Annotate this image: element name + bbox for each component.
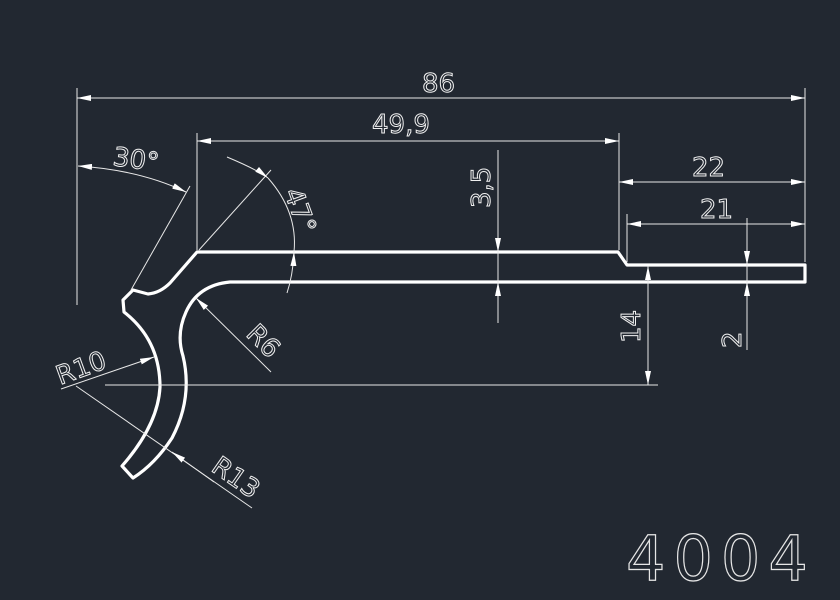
dim-label-86: 86 [422,69,455,99]
dimension-step-height: 3,5 [467,150,501,323]
dimension-right-21: 21 [627,195,805,227]
dimension-radius-r6: R6 [195,297,286,373]
dim-label-30deg: 30° [111,142,161,178]
dimension-right-22: 22 [619,153,805,185]
dim-label-r10: R10 [52,346,110,392]
dimension-thickness: 2 [718,218,750,350]
extension-lines [76,88,806,386]
dimension-angle-30: 30° [77,142,191,291]
dim-label-3-5: 3,5 [467,167,497,208]
part-number: 4004 [626,522,816,595]
dim-label-49-9: 49,9 [372,110,430,140]
profile-outline [120,250,807,480]
dimension-top-flat: 49,9 [197,110,619,144]
dimension-overall-width: 86 [77,69,805,101]
dimension-angle-47: 47° [198,156,322,294]
dim-label-14: 14 [617,310,647,343]
dim-label-47deg: 47° [277,184,321,238]
dim-label-21: 21 [700,195,733,225]
dimension-radius-r13: R13 [75,385,266,509]
dim-label-22: 22 [692,153,725,183]
dim-label-r6: R6 [240,319,286,365]
dimension-height: 14 [617,266,651,385]
dim-label-2: 2 [718,331,748,348]
